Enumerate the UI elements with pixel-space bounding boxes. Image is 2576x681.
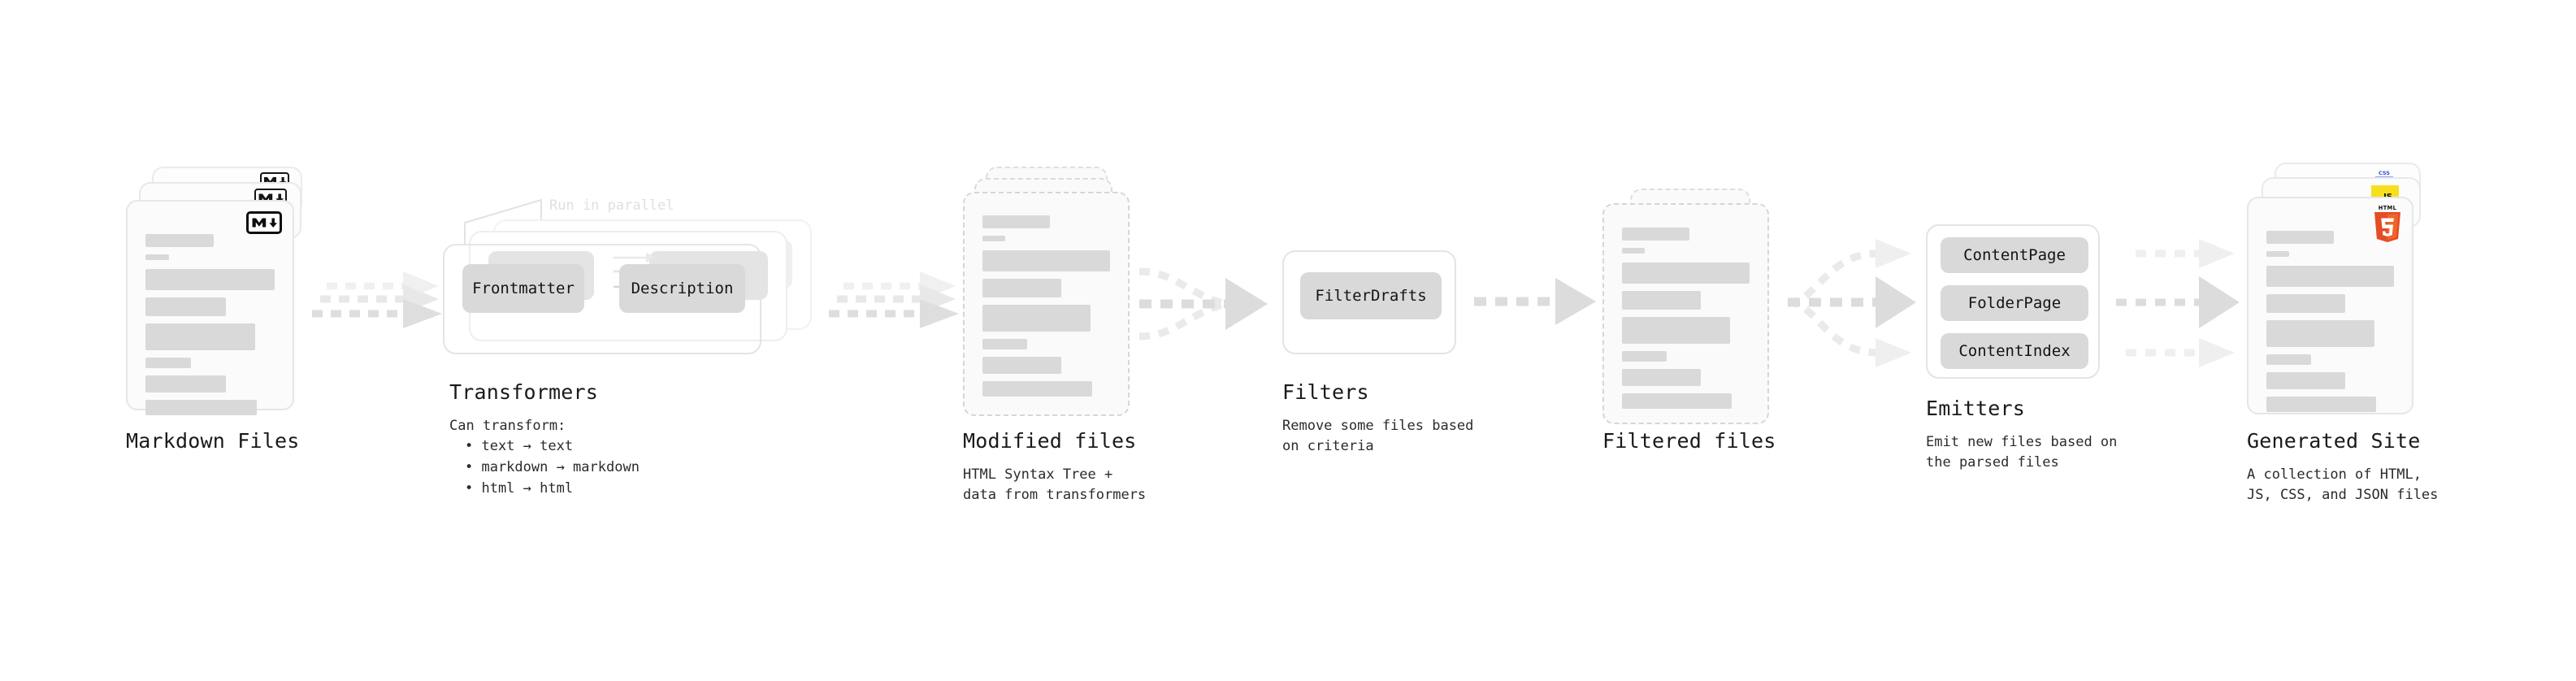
caption-transformers: Transformers: [449, 380, 599, 404]
markdown-icon: [246, 211, 282, 234]
caption-emitters: Emitters: [1926, 397, 2026, 420]
content-line: [145, 323, 256, 350]
emitter-chip-contentpage[interactable]: ContentPage: [1941, 237, 2088, 273]
emitters-box: ContentPage FolderPage ContentIndex: [1926, 224, 2100, 379]
arrow-modified-to-filters: [1138, 267, 1268, 340]
subcaption-modified-files: HTML Syntax Tree + data from transformer…: [963, 466, 1147, 503]
run-in-parallel-bracket: [464, 198, 542, 245]
subcaption-generated-site: A collection of HTML, JS, CSS, and JSON …: [2247, 466, 2439, 503]
content-line: [1622, 228, 1690, 241]
modified-file-card-front: [963, 192, 1130, 416]
content-line: [982, 381, 1093, 397]
transformers-stack: Frontmatter Description: [443, 219, 833, 366]
svg-text:CSS: CSS: [2379, 170, 2390, 176]
html5-icon: HTML: [2371, 203, 2404, 242]
arrow-emitters-to-site: [2116, 239, 2240, 367]
content-line: [1622, 291, 1702, 310]
content-line: [2266, 320, 2375, 347]
content-line: [982, 236, 1006, 241]
content-line: [2266, 372, 2346, 389]
content-line: [1622, 369, 1702, 386]
content-line: [2266, 266, 2394, 287]
subcaption-transformers-b3: • html → html: [465, 480, 574, 497]
markdown-glyph: [252, 218, 277, 228]
caption-markdown-files: Markdown Files: [126, 429, 300, 453]
caption-filters: Filters: [1282, 380, 1369, 404]
caption-generated-site: Generated Site: [2247, 429, 2421, 453]
transformer-chip-description[interactable]: Description: [619, 264, 745, 313]
content-line: [145, 375, 226, 393]
subcaption-transformers-b1: • text → text: [465, 438, 574, 454]
transformer-chip-frontmatter[interactable]: Frontmatter: [462, 264, 584, 313]
markdown-file-card-front: [126, 200, 294, 415]
content-line: [982, 215, 1051, 228]
modified-files-stack: [963, 167, 1150, 427]
content-line: [145, 234, 215, 247]
content-line: [1622, 262, 1750, 284]
content-line: [982, 357, 1062, 374]
filtered-file-content-lines: [1622, 228, 1750, 416]
content-line: [145, 297, 226, 316]
content-line: [145, 269, 275, 290]
subcaption-filters: Remove some files based on criteria: [1282, 418, 1474, 454]
markdown-files-stack: [126, 167, 313, 415]
generated-site-stack: CSS JS HTML: [2247, 163, 2442, 414]
content-line: [2266, 231, 2335, 244]
site-file-card-front: HTML: [2247, 197, 2413, 414]
content-line: [2266, 354, 2311, 365]
subcaption-transformers-b2: • markdown → markdown: [465, 459, 640, 475]
transformer-box-front: Frontmatter Description: [443, 244, 761, 354]
filtered-file-card-front: [1602, 203, 1769, 424]
markdown-file-content-lines: [145, 234, 275, 423]
emitter-chip-folderpage[interactable]: FolderPage: [1941, 285, 2088, 321]
content-line: [145, 358, 191, 368]
arrow-transformers-to-modified: [829, 271, 959, 328]
arrow-markdown-to-transformers: [312, 271, 442, 328]
content-line: [2266, 294, 2346, 313]
modified-file-content-lines: [982, 215, 1110, 404]
filters-box: FilterDrafts: [1282, 250, 1456, 354]
arrow-filtered-to-emitters: [1787, 239, 1916, 367]
filter-chip-filterdrafts[interactable]: FilterDrafts: [1300, 272, 1442, 319]
filtered-files-stack: [1602, 189, 1781, 432]
content-line: [982, 279, 1062, 297]
html5-glyph: HTML: [2374, 205, 2400, 242]
content-line: [145, 254, 169, 260]
content-line: [145, 400, 257, 415]
content-line: [2266, 397, 2377, 412]
content-line: [2266, 251, 2290, 257]
subcaption-emitters: Emit new files based on the parsed files: [1926, 434, 2118, 471]
content-line: [982, 339, 1027, 349]
content-line: [1622, 351, 1667, 362]
content-line: [1622, 393, 1733, 409]
caption-filtered-files: Filtered files: [1602, 429, 1776, 453]
emitter-chip-contentindex[interactable]: ContentIndex: [1941, 333, 2088, 369]
arrow-filters-to-filtered: [1474, 278, 1596, 325]
content-line: [982, 250, 1110, 271]
svg-text:HTML: HTML: [2379, 205, 2397, 211]
content-line: [1622, 317, 1731, 344]
content-line: [982, 305, 1091, 332]
run-in-parallel-label: Run in parallel: [549, 197, 674, 214]
caption-modified-files: Modified files: [963, 429, 1137, 453]
site-file-content-lines: [2266, 231, 2394, 419]
content-line: [1622, 248, 1646, 254]
subcaption-transformers-head: Can transform:: [449, 418, 566, 434]
